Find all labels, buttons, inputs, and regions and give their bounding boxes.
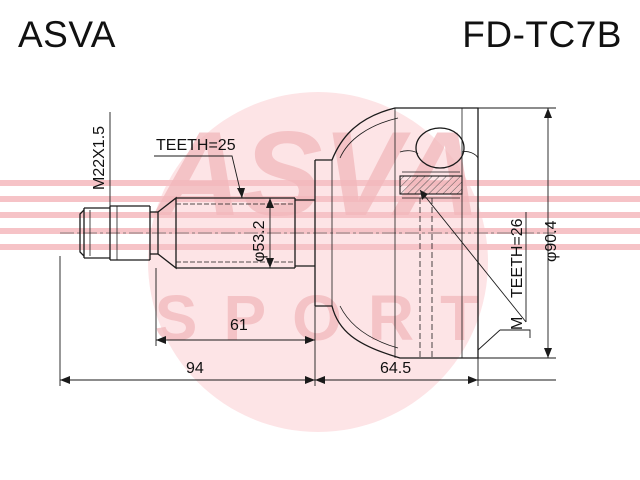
inner-race-hatch bbox=[399, 175, 463, 195]
brand-title: ASVA bbox=[18, 14, 116, 55]
shaft-diameter-label: φ53.2 bbox=[251, 220, 268, 262]
shaft bbox=[79, 160, 316, 306]
watermark-sport-text: SPORT bbox=[155, 282, 505, 354]
watermark-stripes bbox=[0, 180, 640, 250]
housing-outline bbox=[315, 107, 479, 359]
dim-61-label: 61 bbox=[230, 317, 248, 334]
housing bbox=[315, 107, 479, 359]
dim-94-label: 94 bbox=[186, 360, 204, 377]
dim-64-5-label: 64.5 bbox=[380, 360, 411, 377]
teeth-26-label: TEETH=26 bbox=[509, 218, 526, 298]
teeth-25-label: TEETH=25 bbox=[156, 137, 236, 154]
arrowheads bbox=[60, 108, 552, 384]
watermark-asva-text: ASVA bbox=[153, 107, 481, 241]
part-number: FD-TC7B bbox=[462, 14, 622, 55]
ball-cage bbox=[415, 127, 465, 169]
watermark: ASVA SPORT bbox=[0, 92, 640, 432]
housing-diameter-label: φ90.4 bbox=[543, 220, 560, 262]
m-marker-label: M bbox=[509, 317, 526, 330]
thread-label: M22X1.5 bbox=[91, 126, 108, 190]
shaft-tip bbox=[79, 209, 85, 257]
